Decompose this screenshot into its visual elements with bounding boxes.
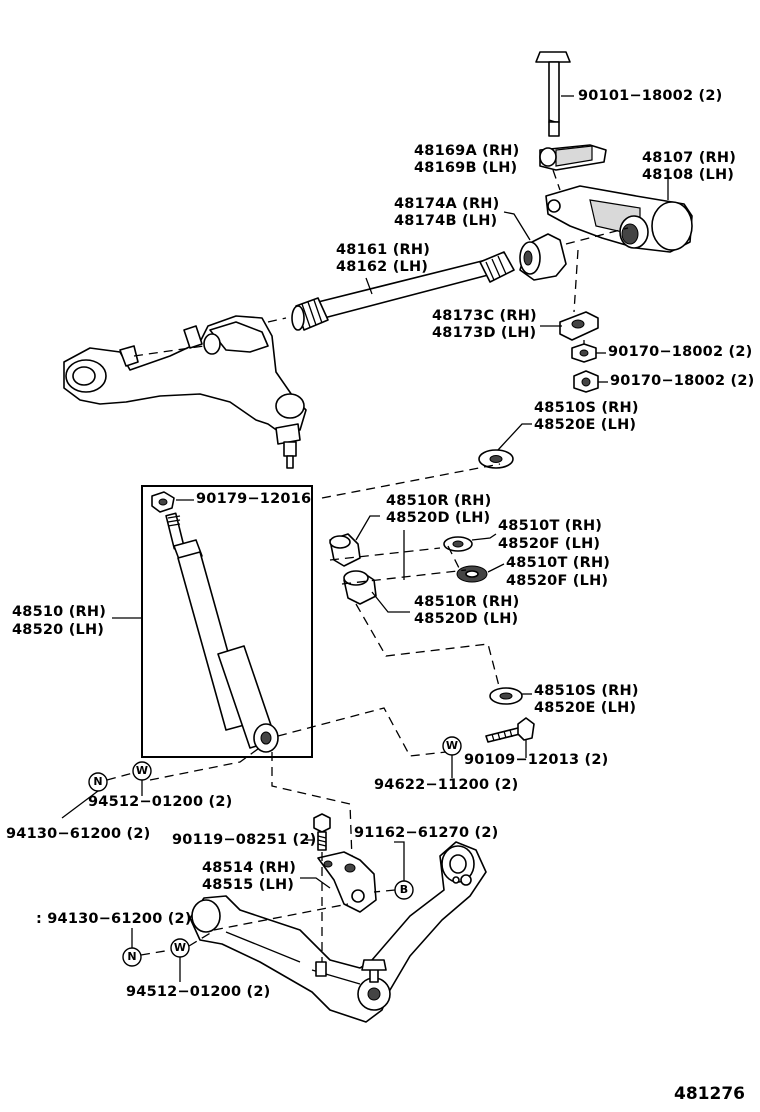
label-48510s-bottom: 48510S (RH): [534, 683, 639, 699]
label-94622-11200: 94622−11200 (2): [374, 777, 519, 793]
nut-90170-upper: [571, 343, 597, 363]
label-90101-18002: 90101−18002 (2): [578, 88, 723, 104]
retainer-48510S-top: [478, 449, 514, 469]
label-48520f-upper: 48520F (LH): [498, 536, 601, 552]
label-48520e-top: 48520E (LH): [534, 417, 637, 433]
label-48173c: 48173C (RH): [432, 308, 537, 324]
callout-letter-w-3: W: [173, 941, 187, 954]
washer-48510T-upper: [443, 536, 473, 552]
label-48108: 48108 (LH): [642, 167, 735, 183]
label-48520d-lower: 48520D (LH): [414, 611, 519, 627]
stabilizer-bar-48161: [291, 251, 515, 331]
label-48514: 48514 (RH): [202, 860, 297, 876]
callout-letter-n-1: N: [93, 775, 103, 788]
label-94512-01200-a: 94512−01200 (2): [88, 794, 233, 810]
clamp-48169: [539, 144, 607, 171]
label-48173d: 48173D (LH): [432, 325, 537, 341]
label-48520e-bottom: 48520E (LH): [534, 700, 637, 716]
cushion-48510R-upper: [329, 533, 361, 567]
bolt-90119-08251: [313, 813, 331, 851]
bushing-48174: [519, 233, 567, 281]
label-48520: 48520 (LH): [12, 622, 105, 638]
label-48520f-lower: 48520F (LH): [506, 573, 609, 589]
label-48174a: 48174A (RH): [394, 196, 500, 212]
label-90119-08251: 90119−08251 (2): [172, 832, 317, 848]
cushion-48510R-lower: [343, 570, 377, 605]
label-94512-01200-b: 94512−01200 (2): [126, 984, 271, 1000]
label-48510t-upper: 48510T (RH): [498, 518, 603, 534]
label-48174b: 48174B (LH): [394, 213, 498, 229]
callout-letter-n-2: N: [127, 950, 137, 963]
bolt-90109-12013: [485, 717, 535, 743]
upper-control-arm: [63, 315, 307, 469]
label-90170-a: 90170−18002 (2): [608, 344, 753, 360]
label-48520d-upper: 48520D (LH): [386, 510, 491, 526]
label-91162-61270: 91162−61270 (2): [354, 825, 499, 841]
bracket-48514: [317, 851, 377, 913]
label-48169b: 48169B (LH): [414, 160, 518, 176]
retainer-48510S-bottom: [489, 687, 523, 705]
label-94130-61200-a: 94130−61200 (2): [6, 826, 151, 842]
label-90109-12013: 90109−12013 (2): [464, 752, 609, 768]
nut-90179-12016: [151, 491, 175, 513]
label-90179-12016: 90179−12016: [196, 491, 312, 507]
washer-48510T-lower: [456, 565, 488, 583]
spacer-48173: [559, 311, 599, 341]
label-48169a: 48169A (RH): [414, 143, 520, 159]
label-48162: 48162 (LH): [336, 259, 429, 275]
label-48510: 48510 (RH): [12, 604, 107, 620]
arm-48107: [545, 185, 693, 253]
label-48510s-top: 48510S (RH): [534, 400, 639, 416]
label-48510t-lower: 48510T (RH): [506, 555, 611, 571]
assembly-line-top: [321, 463, 501, 499]
callout-letter-b: B: [399, 883, 409, 896]
callout-letter-w-1: W: [135, 764, 149, 777]
label-94130-61200-b: : 94130−61200 (2): [36, 911, 192, 927]
figure-number: 481276: [674, 1084, 745, 1104]
bolt-90101-18002: [535, 51, 571, 137]
nut-90170-lower: [573, 370, 599, 393]
label-48510r-upper: 48510R (RH): [386, 493, 492, 509]
callout-letter-w-2: W: [445, 739, 459, 752]
label-48510r-lower: 48510R (RH): [414, 594, 520, 610]
label-90170-b: 90170−18002 (2): [610, 373, 755, 389]
label-48161: 48161 (RH): [336, 242, 431, 258]
label-48515: 48515 (LH): [202, 877, 295, 893]
shock-absorber-48510: [165, 512, 279, 753]
absorber-kit-frame: [141, 485, 313, 758]
label-48107: 48107 (RH): [642, 150, 737, 166]
lower-control-arm: [189, 841, 487, 1023]
